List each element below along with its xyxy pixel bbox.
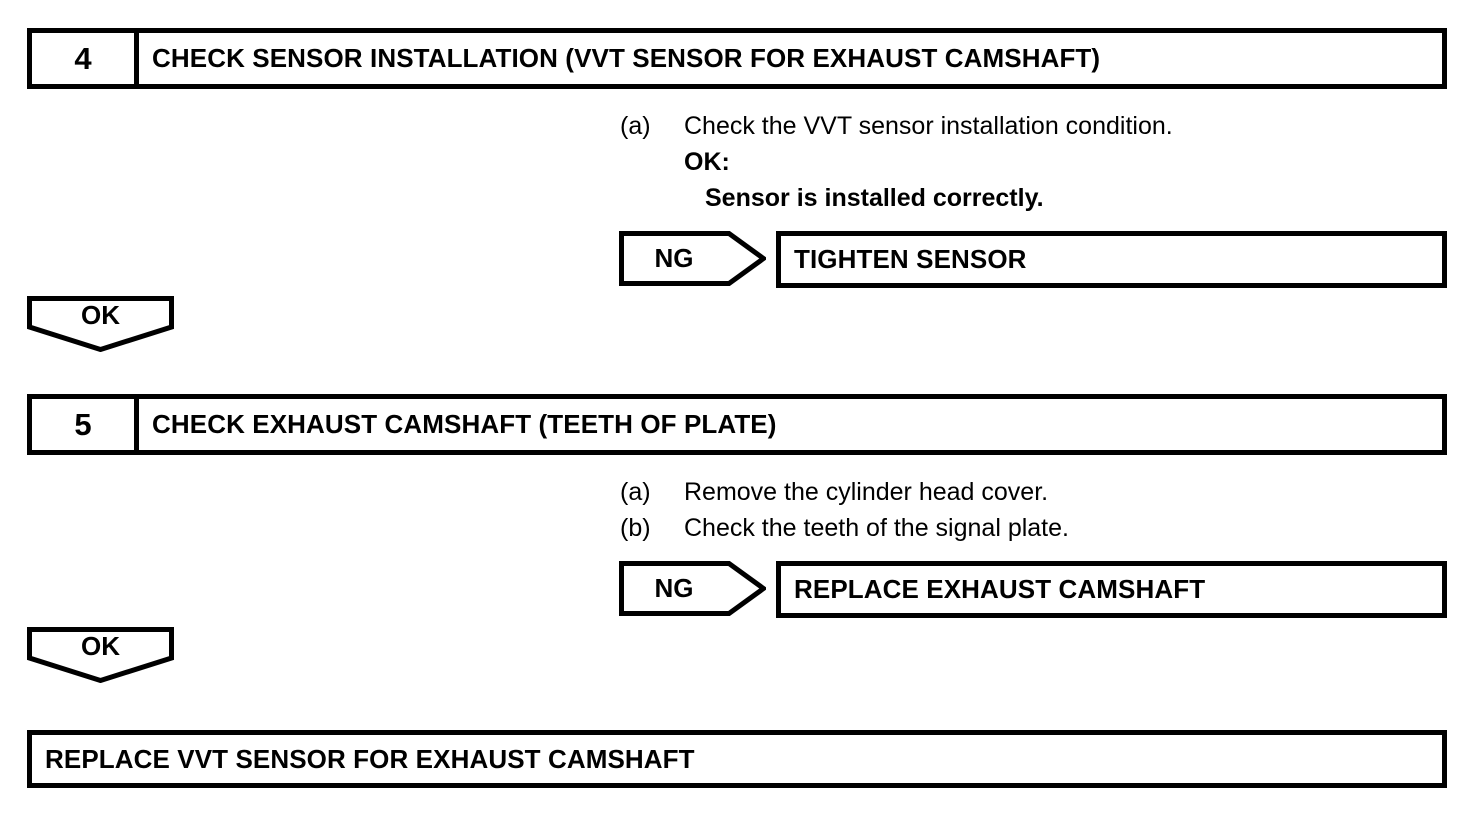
instruction-item: (a) Remove the cylinder head cover. [620, 474, 1069, 510]
final-result-box: REPLACE VVT SENSOR FOR EXHAUST CAMSHAFT [27, 730, 1447, 788]
final-result-label: REPLACE VVT SENSOR FOR EXHAUST CAMSHAFT [45, 743, 695, 774]
step-header-5: 5 CHECK EXHAUST CAMSHAFT (TEETH OF PLATE… [27, 394, 1447, 455]
result-box-label: TIGHTEN SENSOR [794, 244, 1027, 274]
ng-connector-label-4: NG [654, 243, 694, 273]
step-number-4: 4 [32, 33, 139, 84]
ok-criteria-label: OK: [684, 148, 730, 176]
instruction-text: Check the VVT sensor installation condit… [684, 112, 1173, 140]
result-box-label: REPLACE EXHAUST CAMSHAFT [794, 574, 1206, 604]
instruction-text: Check the teeth of the signal plate. [684, 514, 1069, 542]
ok-arrow-icon [27, 296, 174, 352]
ng-connector-4: NG [619, 231, 766, 286]
ok-connector-5: OK [27, 627, 174, 683]
instruction-item: (b) Check the teeth of the signal plate. [620, 510, 1069, 546]
result-box-replace-exhaust-camshaft: REPLACE EXHAUST CAMSHAFT [776, 561, 1447, 618]
ng-arrow-icon [619, 231, 766, 286]
instruction-item: (a) Check the VVT sensor installation co… [620, 108, 1173, 144]
ng-connector-label-5: NG [654, 573, 694, 603]
ng-connector-5: NG [619, 561, 766, 616]
result-box-tighten-sensor: TIGHTEN SENSOR [776, 231, 1447, 288]
step-5-instructions: (a) Remove the cylinder head cover. (b) … [620, 474, 1069, 546]
instruction-marker: (a) [620, 112, 651, 140]
ok-connector-label-4: OK [81, 299, 120, 330]
step-header-4: 4 CHECK SENSOR INSTALLATION (VVT SENSOR … [27, 28, 1447, 89]
step-title-4: CHECK SENSOR INSTALLATION (VVT SENSOR FO… [152, 43, 1101, 73]
step-title-5: CHECK EXHAUST CAMSHAFT (TEETH OF PLATE) [152, 409, 777, 439]
step-4-ok-criteria: OK: Sensor is installed correctly. [620, 144, 1173, 216]
ok-connector-4: OK [27, 296, 174, 352]
instruction-marker: (a) [620, 478, 651, 506]
ng-arrow-icon [619, 561, 766, 616]
ok-connector-label-5: OK [81, 630, 120, 661]
ok-criteria-value: Sensor is installed correctly. [705, 184, 1044, 212]
instruction-text: Remove the cylinder head cover. [684, 478, 1049, 506]
step-number-5: 5 [32, 399, 139, 450]
step-4-instructions: (a) Check the VVT sensor installation co… [620, 108, 1173, 216]
ok-arrow-icon [27, 627, 174, 683]
instruction-marker: (b) [620, 514, 651, 542]
